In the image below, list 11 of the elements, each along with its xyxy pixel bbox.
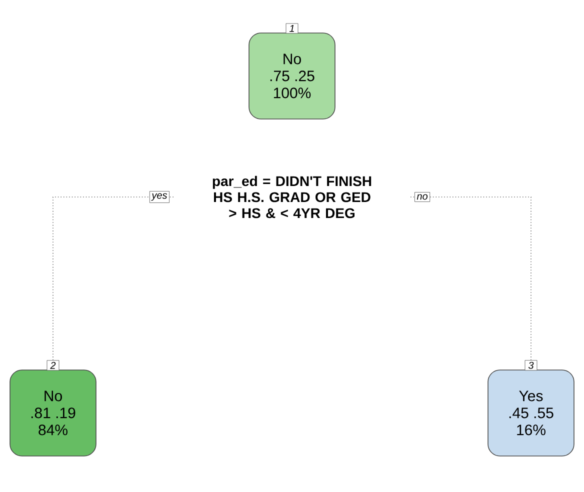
class-box: No .75 .25 100% <box>248 32 336 120</box>
class-box: Yes .45 .55 16% <box>488 370 574 456</box>
node-number: 3 <box>524 360 538 371</box>
node-number: 2 <box>46 360 60 371</box>
edge-label: no <box>414 192 430 202</box>
class-box: No .81 .19 84% <box>10 370 96 456</box>
split-label: par_ed = DIDN'T FINISH HS H.S. GRAD OR GED > HS & < 4YR DEG <box>212 176 372 218</box>
node-number: 1 <box>286 23 298 34</box>
edge-label: yes <box>150 191 170 203</box>
connector-line <box>52 196 174 370</box>
connector-line <box>410 196 532 370</box>
